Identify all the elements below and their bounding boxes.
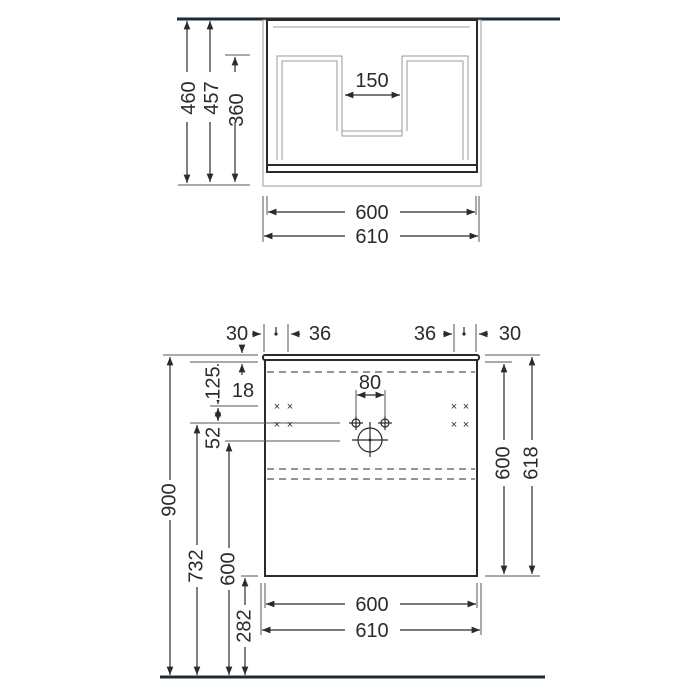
hole-spacing-52-label: 52: [202, 427, 224, 449]
svg-text:×: ×: [451, 419, 457, 431]
top-view: 150 460 457 360 600 610: [175, 17, 560, 248]
cabinet-height-618-label: 618: [520, 446, 542, 479]
top-width-610-label: 610: [355, 226, 388, 248]
height-460-label: 460: [178, 81, 200, 114]
front-width-610-label: 610: [355, 620, 388, 642]
basin-gap-label: 150: [355, 70, 388, 92]
svg-text:×: ×: [287, 419, 293, 431]
total-height-900-label: 900: [158, 483, 180, 516]
height-360-label: 360: [226, 93, 248, 126]
floor-to-holes-732-label: 732: [185, 549, 207, 582]
drawer-outline: [276, 55, 469, 160]
svg-text:×: ×: [451, 401, 457, 413]
top-outline: [262, 19, 482, 187]
front-view: 30 36 36 30 × × × × × × × ×: [158, 323, 545, 679]
offset-right-30-label: 30: [499, 323, 521, 345]
cabinet-body: [266, 19, 478, 166]
tap-connections: [349, 416, 392, 430]
tap-spacing-80-label: 80: [359, 372, 381, 394]
cabinet-height-600-label: 600: [492, 446, 514, 479]
svg-text:×: ×: [274, 401, 280, 413]
mounting-holes: × × × × × × × ×: [274, 401, 469, 431]
top-thickness-18-label: 18: [232, 380, 254, 402]
offset-left-36-label: 36: [309, 323, 331, 345]
svg-text:×: ×: [287, 401, 293, 413]
svg-text:×: ×: [274, 419, 280, 431]
floor-to-bottom-282-label: 282: [233, 609, 255, 642]
height-457-label: 457: [201, 81, 223, 114]
drain-outlet: [352, 422, 388, 457]
top-to-holes-125-label: 125: [202, 366, 224, 399]
cabinet-front: [264, 359, 478, 577]
svg-text:×: ×: [463, 401, 469, 413]
offset-right-36-label: 36: [414, 323, 436, 345]
top-front-edge: [266, 164, 478, 173]
offset-left-30-label: 30: [226, 323, 248, 345]
floor-to-drain-600-label: 600: [217, 552, 239, 585]
front-width-600-label: 600: [355, 594, 388, 616]
svg-text:×: ×: [463, 419, 469, 431]
top-width-600-label: 600: [355, 202, 388, 224]
